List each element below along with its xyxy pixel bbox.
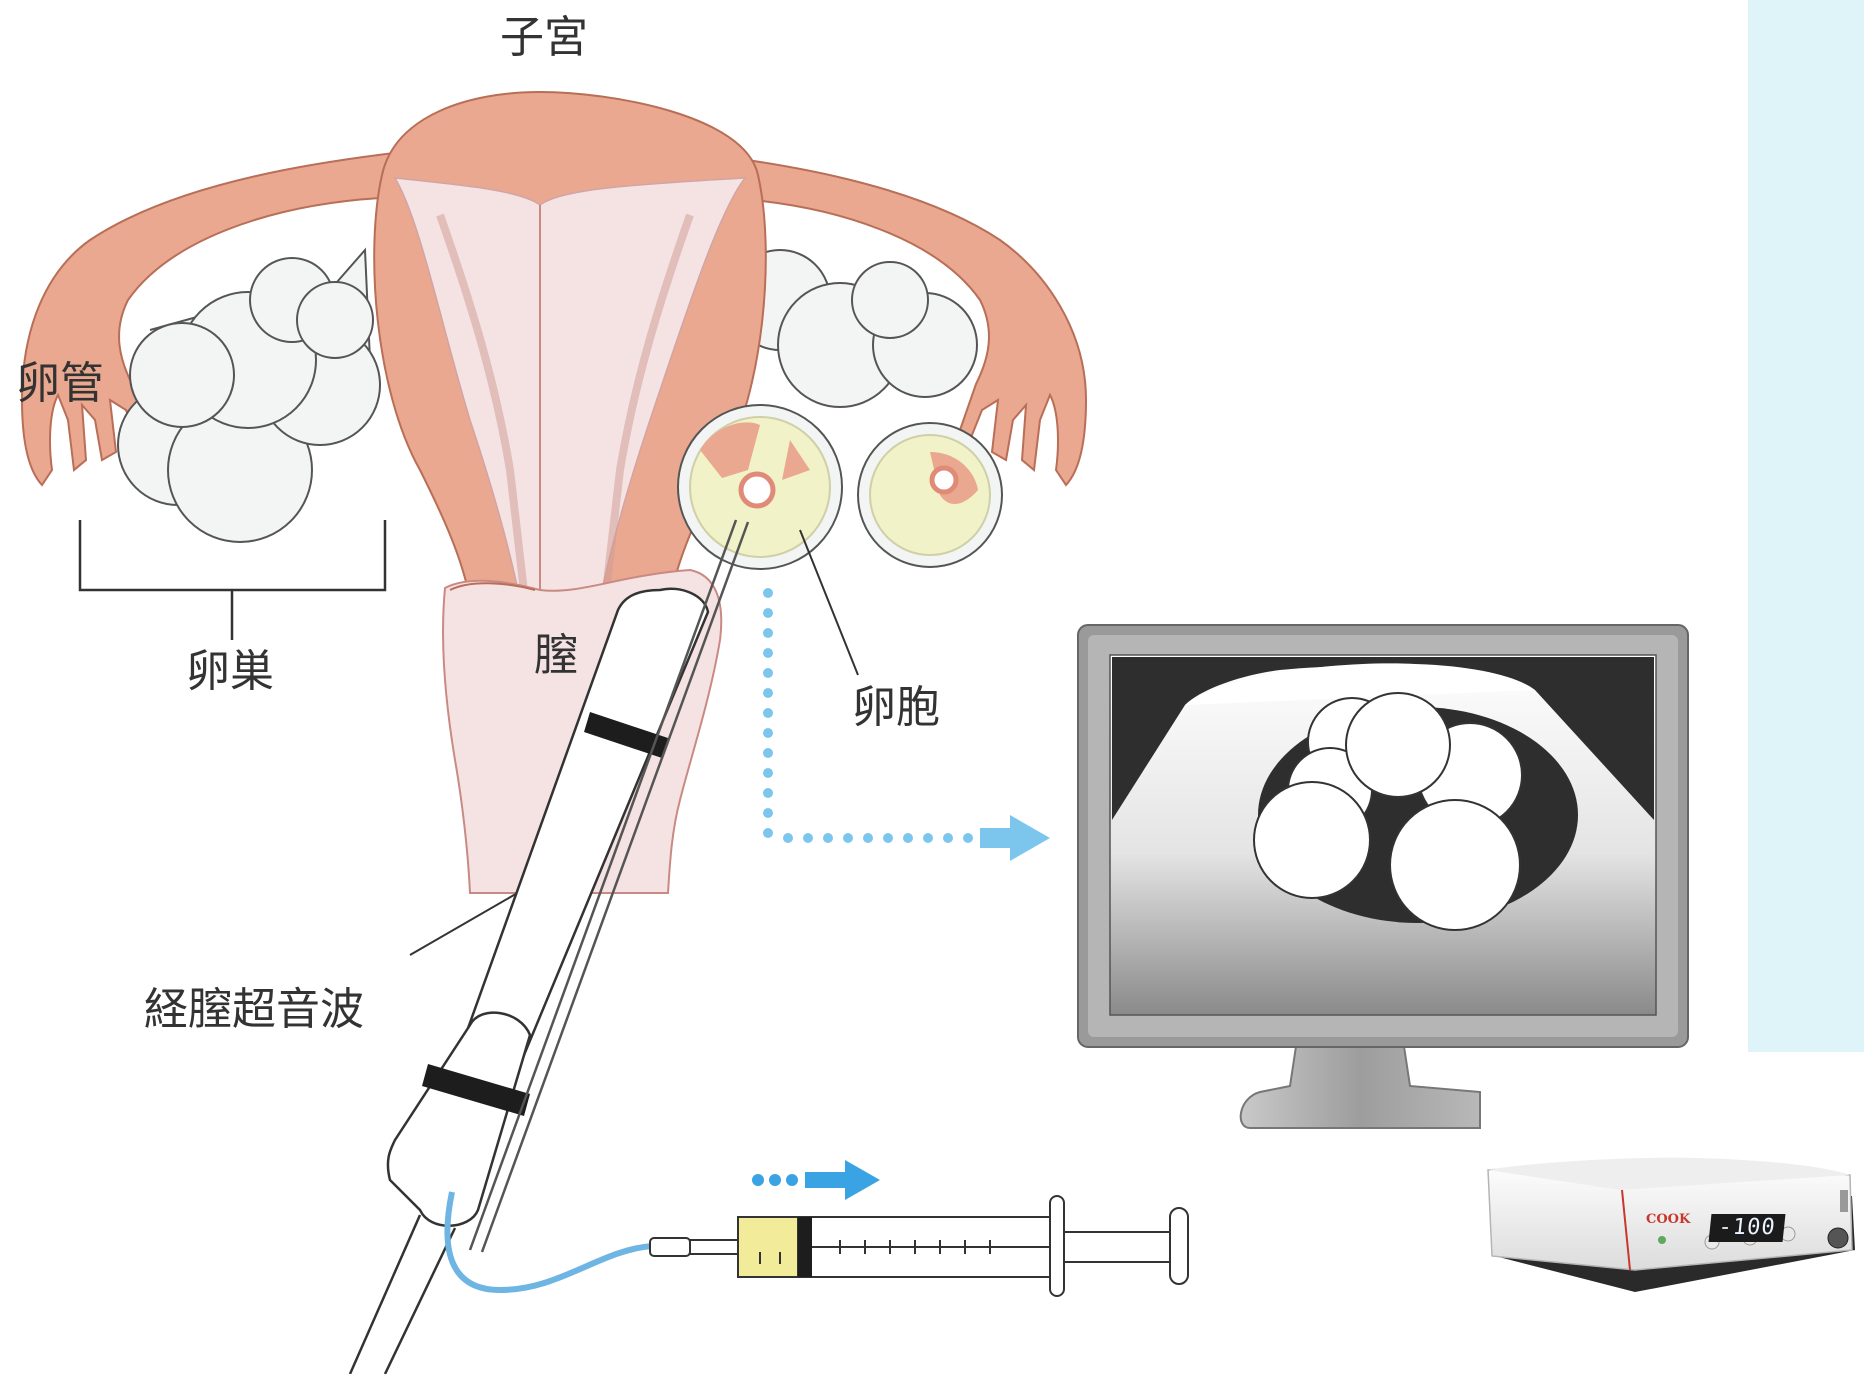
pump-pressure-display: -100 — [1709, 1214, 1786, 1242]
vagina-label: 膣 — [534, 634, 578, 678]
uterus-label: 子宮 — [500, 16, 588, 60]
pump-brand-logo: COOK — [1646, 1212, 1690, 1227]
follicle-large — [678, 405, 842, 569]
right-ovary — [730, 250, 977, 407]
transvaginal-ultrasound-label: 経膣超音波 — [144, 988, 364, 1032]
dotted-arrow-right-icon — [752, 1160, 880, 1200]
follicle-small — [858, 423, 1002, 567]
ovary-label: 卵巣 — [186, 650, 274, 694]
ultrasound-monitor — [1078, 625, 1688, 1128]
follicle-label: 卵胞 — [852, 686, 940, 730]
syringe — [650, 1196, 1188, 1296]
fallopian-tube-label: 卵管 — [16, 362, 104, 406]
left-ovary — [118, 250, 380, 542]
